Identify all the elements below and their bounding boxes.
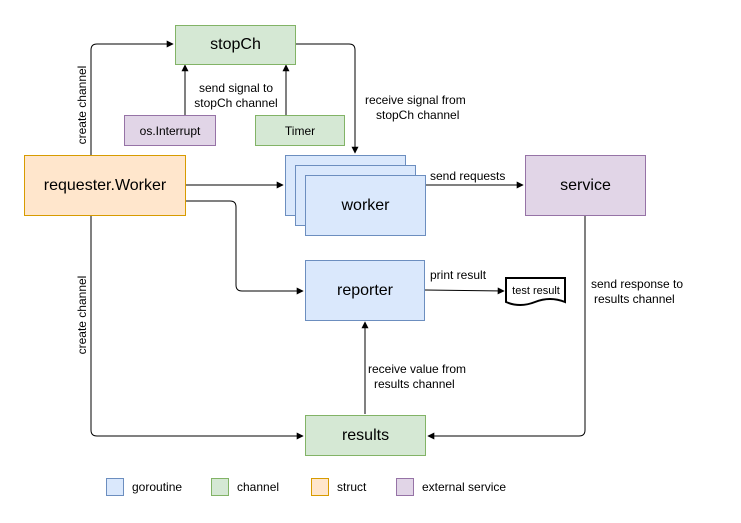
- edge-create-stopch: [90, 40, 174, 155]
- receive-value-line-1: receive value from: [368, 362, 467, 376]
- results-label: results: [341, 426, 390, 444]
- legend-label-channel: channel: [237, 480, 280, 494]
- edge-create-results: [90, 216, 304, 440]
- create-channel-top-label: create channel: [75, 65, 89, 145]
- os-interrupt-label: os.Interrupt: [139, 123, 201, 138]
- requester-worker-node: requester.Worker: [24, 155, 186, 216]
- service-node: service: [525, 155, 646, 216]
- results-node: results: [305, 415, 426, 456]
- legend-swatch-channel: [211, 478, 229, 496]
- create-channel-bottom-label: create channel: [75, 275, 89, 355]
- worker-label: worker: [341, 196, 390, 214]
- legend-swatch-goroutine: [106, 478, 124, 496]
- print-result-label: print result: [430, 268, 487, 282]
- timer-node: Timer: [255, 115, 345, 146]
- legend-label-struct: struct: [337, 480, 367, 494]
- timer-label: Timer: [284, 123, 316, 138]
- service-label: service: [560, 176, 611, 194]
- edge-requester-reporter: [186, 200, 304, 295]
- edge-stopch-worker: [296, 43, 359, 154]
- receive-signal-label: receive signal from stopCh channel: [365, 93, 466, 123]
- reporter-node: reporter: [305, 260, 425, 321]
- send-signal-label: send signal to stopCh channel: [186, 81, 286, 111]
- legend-label-external-service: external service: [422, 480, 507, 494]
- edge-reporter-testresult: [424, 287, 505, 295]
- send-response-label: send response to results channel: [591, 277, 683, 307]
- receive-value-line-2: results channel: [374, 377, 455, 391]
- requester-worker-label: requester.Worker: [43, 176, 167, 194]
- worker-node: worker: [305, 175, 426, 236]
- legend-label-goroutine: goroutine: [132, 480, 183, 494]
- send-signal-line-1: send signal to: [198, 81, 274, 95]
- edge-service-results: [427, 216, 586, 440]
- legend-swatch-struct: [311, 478, 329, 496]
- send-requests-label: send requests: [430, 169, 506, 183]
- stopch-label: stopCh: [210, 36, 261, 53]
- receive-value-label: receive value from results channel: [368, 362, 466, 392]
- send-signal-line-2: stopCh channel: [194, 96, 278, 110]
- send-response-line-2: results channel: [594, 292, 675, 306]
- send-response-line-1: send response to: [591, 277, 684, 291]
- test-result-shape: [505, 277, 566, 306]
- legend-swatch-external-service: [396, 478, 414, 496]
- os-interrupt-node: os.Interrupt: [124, 115, 216, 146]
- stopch-node: stopCh: [175, 25, 296, 65]
- receive-signal-line-1: receive signal from: [365, 93, 466, 107]
- reporter-label: reporter: [336, 281, 394, 299]
- test-result-label: test result: [512, 285, 560, 297]
- receive-signal-line-2: stopCh channel: [376, 108, 460, 122]
